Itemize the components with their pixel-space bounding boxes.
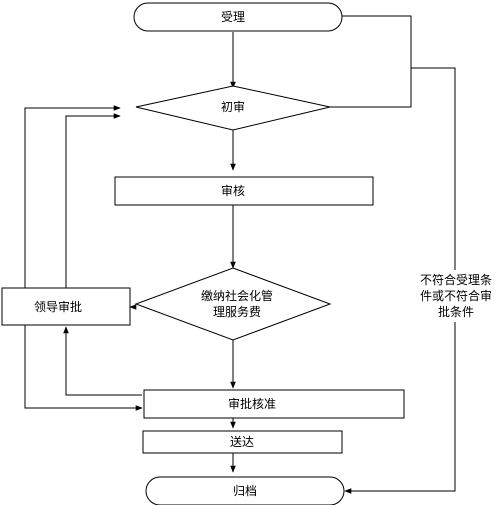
pay-fee-node: 缴纳社会化管 理服务费 [134,267,332,341]
arrow-leader-approval-to-initial-review-outer [24,105,121,288]
pay-fee-label-line2: 理服务费 [213,304,261,319]
deliver-node: 送达 [142,430,343,454]
archive-label: 归档 [233,484,257,498]
rejection-note: 不符合受理条 件或不符合审 批条件 [417,270,493,322]
approve-label: 审批核准 [228,396,276,411]
arrow-leader-approval-to-initial-review-inner [65,113,121,288]
arrow-approve-to-leader-approval [63,326,142,396]
accept-label: 受理 [221,10,245,24]
initial-review-label: 初审 [221,99,245,114]
archive-node: 归档 [145,476,345,505]
rejection-note-line3: 批条件 [438,304,474,319]
audit-node: 审核 [114,176,374,206]
accept-node: 受理 [133,2,343,32]
leader-approval-node: 领导审批 [1,287,131,326]
deliver-label: 送达 [230,434,254,449]
rejection-note-line2: 件或不符合审 [420,288,492,303]
reject-path-from-accept [330,15,412,108]
initial-review-node: 初审 [135,85,331,131]
arrow-leader-approval-to-approve [24,325,143,411]
rejection-note-line1: 不符合受理条 [420,272,492,287]
audit-label: 审核 [221,183,245,198]
leader-approval-label: 领导审批 [34,299,82,314]
approve-node: 审批核准 [143,389,405,419]
pay-fee-label-line1: 缴纳社会化管 [201,288,273,303]
